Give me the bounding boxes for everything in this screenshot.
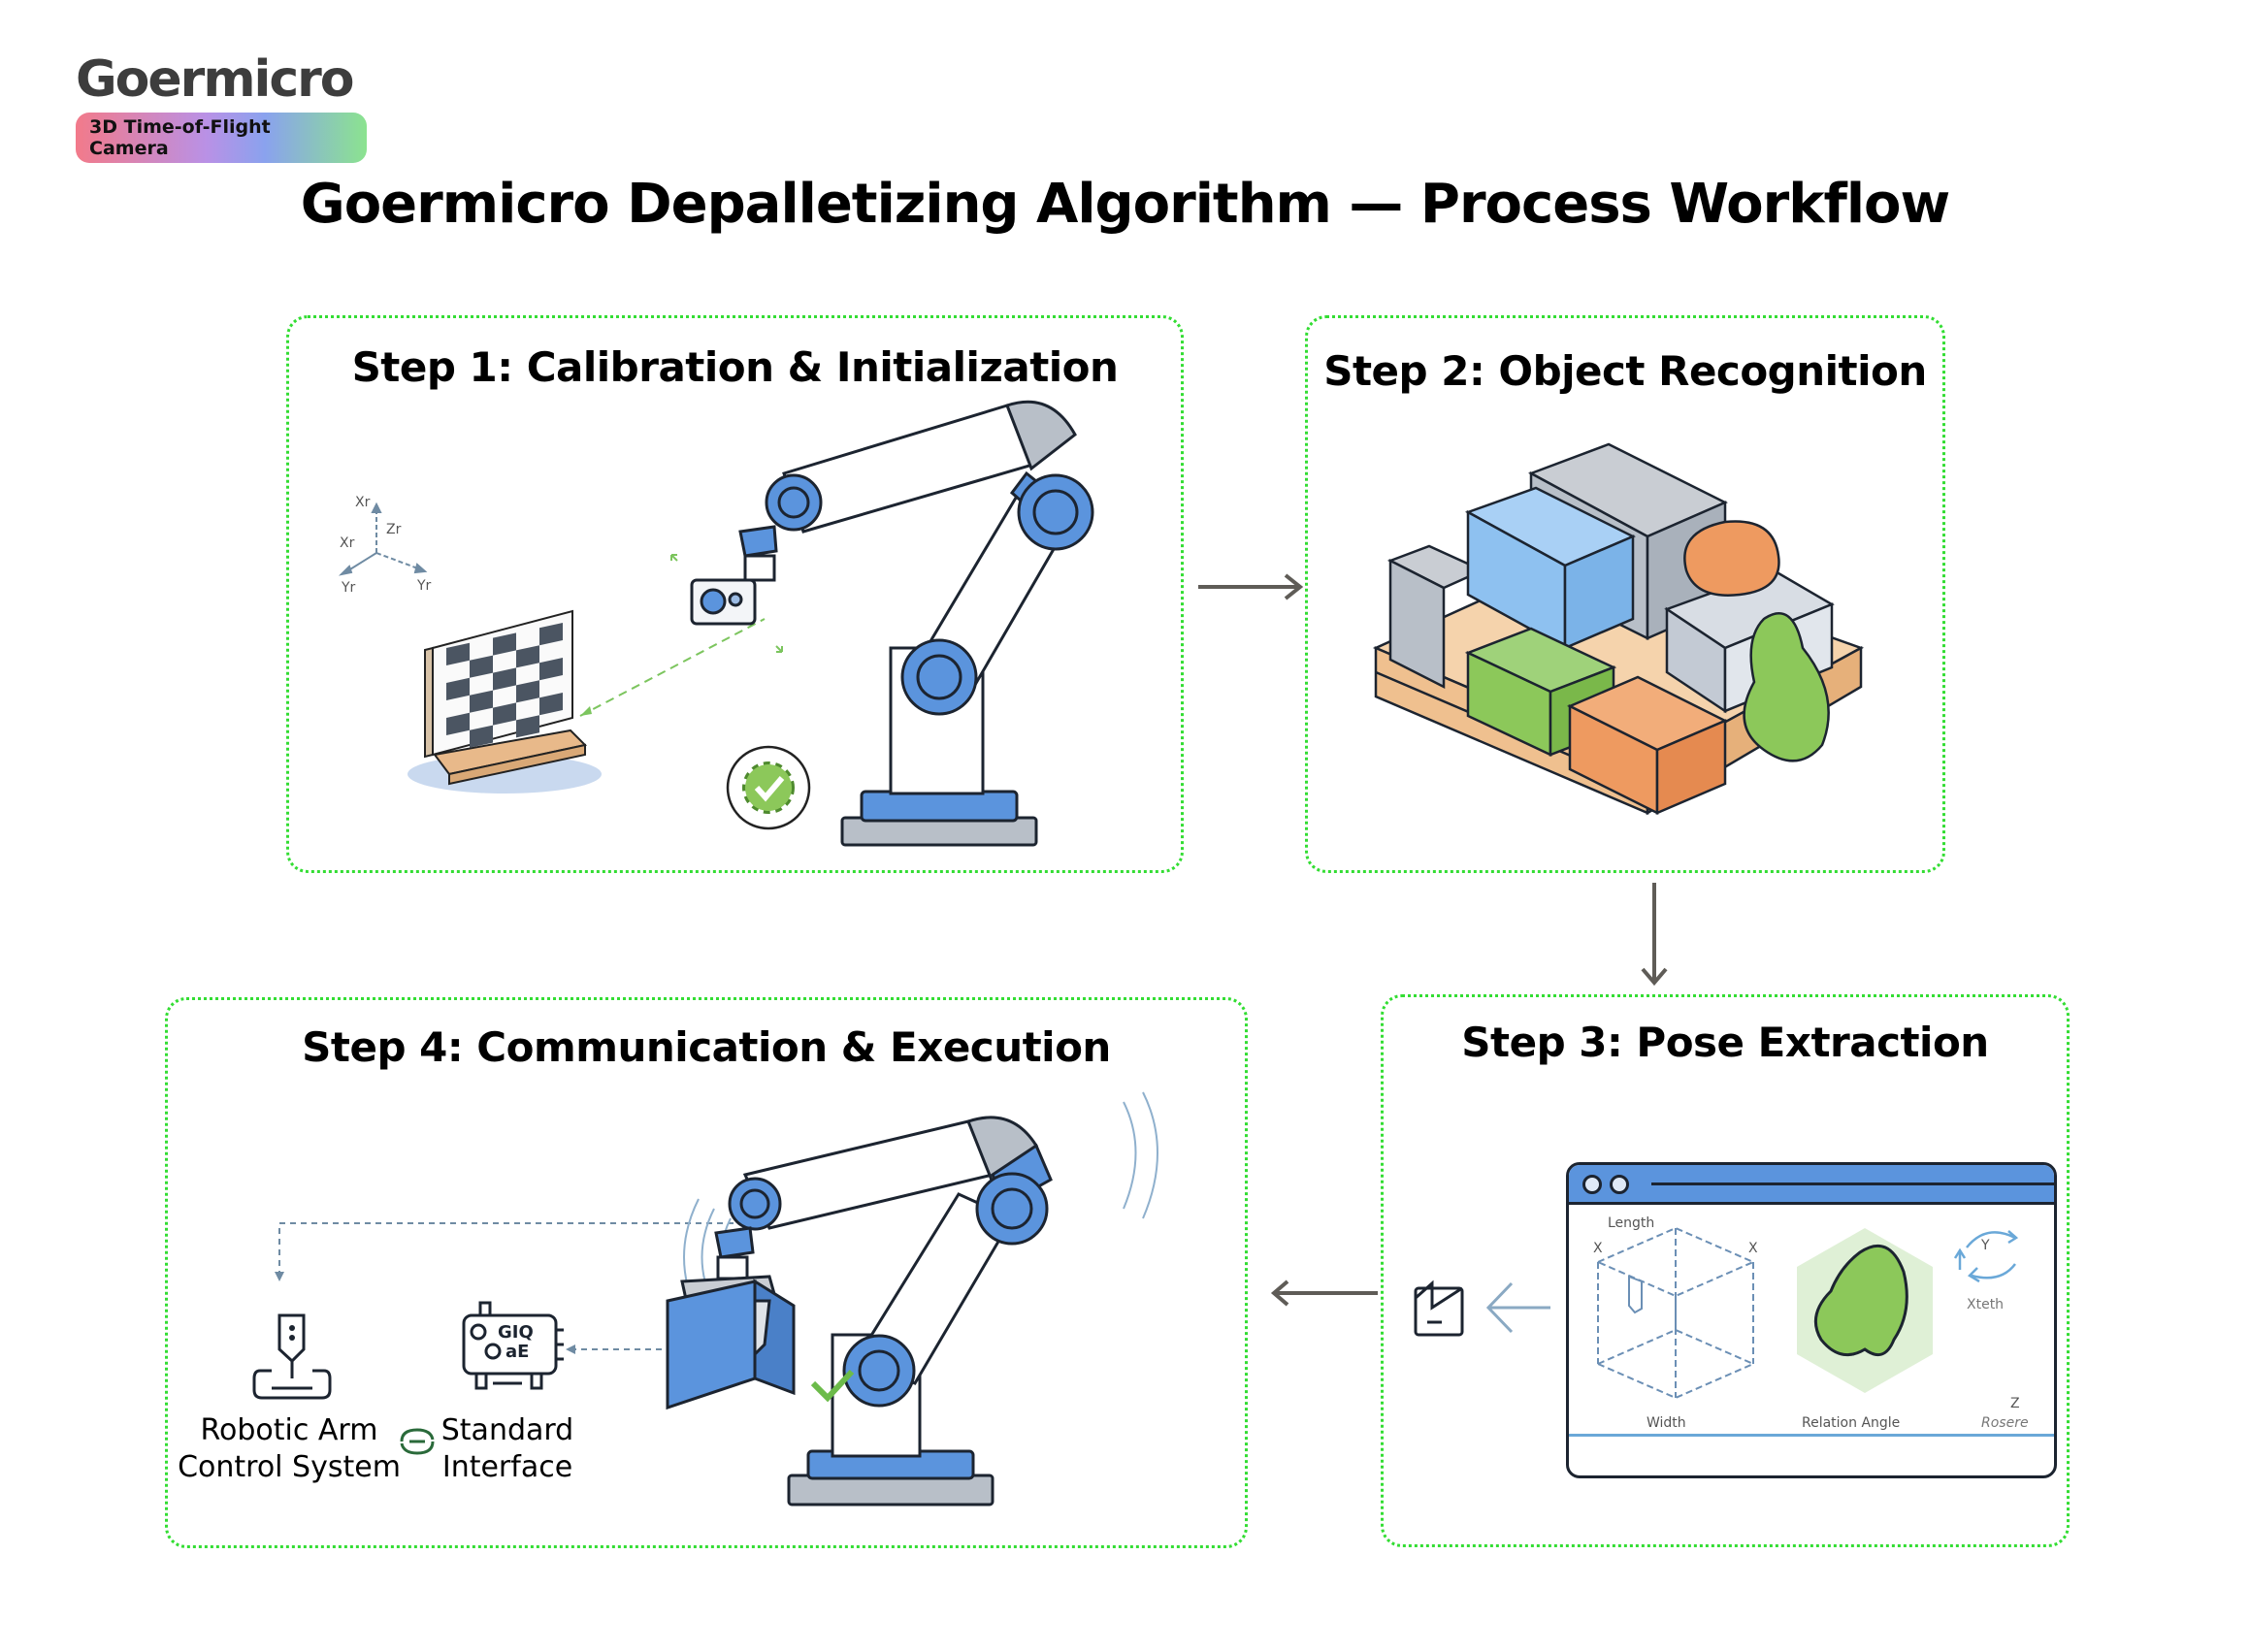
- checker-square: [493, 702, 516, 726]
- checker-square: [446, 677, 470, 700]
- z-axis-label: Z: [2010, 1396, 2020, 1411]
- step-4-title: Step 4: Communication & Execution: [302, 1023, 1111, 1071]
- robot-control-label-line2: Control System: [178, 1450, 401, 1484]
- irregular-object-icon: [1797, 1228, 1933, 1393]
- pose-software-window: Length X X Width Relation Angle Y Xteth …: [1566, 1162, 2057, 1478]
- checker-square: [470, 725, 493, 748]
- axis-label-zr: Zr: [386, 522, 402, 537]
- checker-square: [516, 715, 539, 738]
- step-1-panel: Step 1: Calibration & Initialization Xr …: [286, 315, 1184, 873]
- step-3-panel: Step 3: Pose Extraction Length X X Width: [1381, 994, 2070, 1547]
- calibration-checkerboard-icon: [408, 609, 602, 794]
- checker-square: [539, 623, 563, 646]
- rotation-angle-label: Relation Angle: [1802, 1415, 1901, 1431]
- step-2-title: Step 2: Object Recognition: [1323, 347, 1927, 395]
- calibration-success-gear-icon: [726, 745, 811, 830]
- x-left-label: X: [1593, 1241, 1603, 1256]
- logo-text: Goermicro: [76, 50, 355, 109]
- window-titlebar: [1569, 1165, 2054, 1205]
- svg-text:GIQ: GIQ: [498, 1322, 534, 1343]
- data-flow-arrow-icon: [1485, 1281, 1550, 1334]
- step-1-title: Step 1: Calibration & Initialization: [351, 343, 1119, 391]
- window-button-icon[interactable]: [1582, 1175, 1602, 1194]
- robot-arm-gripper-illustration: [666, 1091, 1158, 1506]
- checker-square: [470, 690, 493, 713]
- bidirectional-sync-icon: [400, 1428, 435, 1455]
- interface-label-line2: Interface: [441, 1450, 573, 1484]
- robot-arm-illustration: [670, 400, 1094, 847]
- axis-label-xr-top: Xr: [355, 495, 371, 510]
- brand-logo: Goermicro 3D Time-of-Flight Camera: [76, 50, 367, 163]
- y-axis-label: Y: [1981, 1238, 1990, 1253]
- window-button-icon[interactable]: [1610, 1175, 1629, 1194]
- flow-arrow-step2-to-step3: [1641, 883, 1668, 987]
- robot-control-system-label: Robotic Arm Control System: [178, 1412, 401, 1486]
- axis-label-xr-left: Xr: [340, 535, 355, 551]
- interface-label-line1: Standard: [440, 1413, 574, 1447]
- checker-square: [470, 655, 493, 678]
- robot-control-label-line1: Robotic Arm: [200, 1413, 378, 1447]
- width-label: Width: [1647, 1415, 1686, 1431]
- camera-beam-line: [579, 618, 766, 717]
- robotic-arm-control-icon: [252, 1313, 332, 1400]
- rotation-arrows-icon: [1953, 1230, 2019, 1283]
- window-footer-line: [1569, 1434, 2054, 1437]
- step-2-panel: Step 2: Object Recognition: [1305, 315, 1945, 873]
- product-badge: 3D Time-of-Flight Camera: [76, 113, 367, 163]
- checker-square: [539, 693, 563, 716]
- checker-square: [539, 658, 563, 681]
- length-label: Length: [1608, 1215, 1655, 1231]
- pallet-with-objects-illustration: [1372, 442, 1865, 816]
- standard-interface-label: Standard Interface: [440, 1412, 575, 1486]
- checker-square: [493, 632, 516, 656]
- coordinate-axes-icon: Xr Zr Xr Yr Yr: [338, 495, 432, 596]
- checker-squares: [446, 623, 563, 748]
- step-3-title: Step 3: Pose Extraction: [1461, 1019, 1989, 1066]
- flow-arrow-step3-to-step4: [1270, 1279, 1378, 1307]
- checker-square: [516, 645, 539, 668]
- address-bar: [1651, 1182, 2054, 1185]
- xteth-label: Xteth: [1967, 1297, 2005, 1312]
- axis-label-yr-left: Yr: [341, 580, 356, 596]
- page-title: Goermicro Depalletizing Algorithm — Proc…: [300, 173, 1951, 236]
- checker-square: [446, 712, 470, 735]
- checker-square: [493, 667, 516, 691]
- flow-arrow-step1-to-step2: [1198, 573, 1304, 600]
- checker-square: [446, 642, 470, 665]
- standard-interface-device-icon: GIQ aE: [462, 1301, 564, 1390]
- rosere-label: Rosere: [1981, 1415, 2029, 1431]
- checker-square: [516, 680, 539, 703]
- box-dimension-wireframe: [1595, 1226, 1756, 1400]
- axis-label-yr-right: Yr: [416, 578, 432, 594]
- export-inbox-icon: [1414, 1279, 1464, 1337]
- svg-text:aE: aE: [505, 1342, 529, 1362]
- x-right-label: X: [1748, 1241, 1758, 1256]
- step-4-panel: Step 4: Communication & Execution GIQ: [165, 997, 1248, 1548]
